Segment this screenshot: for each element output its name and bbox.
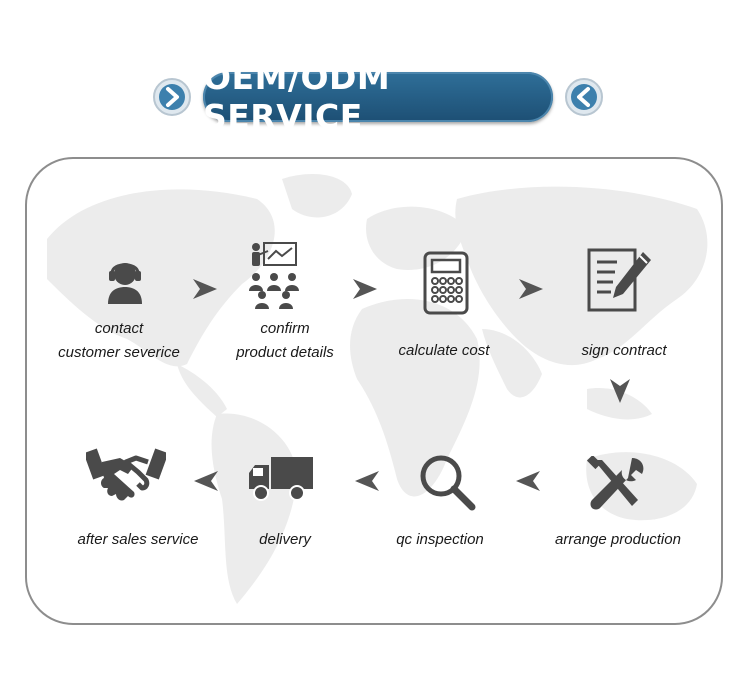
tools-icon bbox=[586, 456, 644, 510]
step-label-line: customer severice bbox=[58, 344, 180, 361]
arrow-right-icon bbox=[353, 279, 377, 299]
arrow-left-icon bbox=[355, 471, 379, 491]
process-panel: contact customer severice confirm produc… bbox=[25, 157, 723, 625]
step-label-line: after sales service bbox=[77, 531, 199, 548]
step-label-sign: sign contract bbox=[524, 339, 721, 363]
step-label-qc: qc inspection bbox=[340, 528, 540, 552]
step-label-contact: contact customer severice bbox=[27, 317, 219, 365]
presentation-meeting-icon bbox=[249, 242, 299, 309]
contract-document-icon bbox=[587, 248, 651, 312]
arrow-down-icon bbox=[610, 379, 630, 403]
customer-service-headset-icon bbox=[108, 263, 142, 304]
step-label-line: confirm bbox=[260, 320, 310, 337]
page-title: OEM/ODM SERVICE bbox=[203, 58, 391, 136]
calculator-icon bbox=[423, 251, 469, 315]
arrow-right-icon bbox=[519, 279, 543, 299]
title-banner: OEM/ODM SERVICE bbox=[203, 58, 553, 136]
world-map-background bbox=[47, 174, 708, 604]
step-label-line: qc inspection bbox=[396, 531, 484, 548]
step-label-line: contact bbox=[94, 320, 144, 337]
step-label-line: sign contract bbox=[581, 342, 667, 359]
step-label-after-sales: after sales service bbox=[38, 528, 238, 552]
delivery-truck-icon bbox=[249, 457, 313, 501]
step-label-line: calculate cost bbox=[398, 342, 490, 359]
step-label-arrange: arrange production bbox=[518, 528, 718, 552]
step-label-line: arrange production bbox=[555, 531, 681, 548]
step-label-delivery: delivery bbox=[185, 528, 385, 552]
step-label-calculate: calculate cost bbox=[344, 339, 544, 363]
arrow-left-icon bbox=[194, 471, 218, 491]
header: OEM/ODM SERVICE bbox=[0, 0, 750, 140]
step-label-line: delivery bbox=[259, 531, 311, 548]
arrow-right-icon bbox=[193, 279, 217, 299]
arrow-left-icon bbox=[516, 471, 540, 491]
handshake-icon bbox=[86, 448, 166, 501]
step-label-confirm: confirm product details bbox=[185, 317, 385, 365]
magnifier-icon bbox=[420, 455, 476, 511]
chevron-left-icon[interactable] bbox=[564, 77, 604, 117]
chevron-right-icon[interactable] bbox=[152, 77, 192, 117]
step-label-line: product details bbox=[236, 344, 334, 361]
